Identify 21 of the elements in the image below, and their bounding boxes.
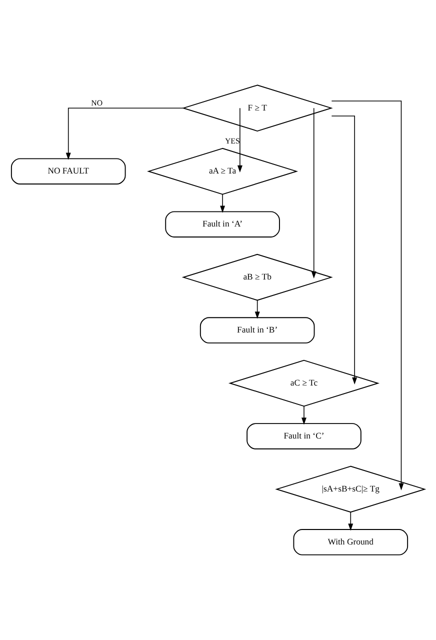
- node-box: With Ground: [293, 529, 408, 556]
- node-diamond: aA ≥ Ta: [147, 148, 298, 195]
- arrow: [302, 406, 306, 425]
- node-box: Fault in ‘C’: [246, 423, 362, 450]
- node-box: Fault in ‘A’: [165, 211, 280, 238]
- arrow: [348, 512, 354, 531]
- node-diamond: F ≥ T: [182, 84, 333, 132]
- arrow: [331, 100, 404, 490]
- node-diamond: |sA+sB+sC|≥ Tg: [275, 466, 426, 513]
- arrow: [254, 300, 260, 319]
- arrow: [220, 194, 226, 213]
- arrow: [311, 108, 316, 278]
- edge-label: NO: [91, 98, 103, 108]
- node-box: Fault in ‘B’: [200, 317, 315, 344]
- arrow: [237, 108, 242, 173]
- edge-label: YES: [224, 136, 240, 146]
- node-diamond: aC ≥ Tc: [228, 360, 380, 407]
- node-diamond: aB ≥ Tb: [182, 254, 333, 301]
- arrow: [66, 108, 184, 160]
- arrow: [331, 116, 358, 384]
- node-box: NO FAULT: [10, 158, 126, 184]
